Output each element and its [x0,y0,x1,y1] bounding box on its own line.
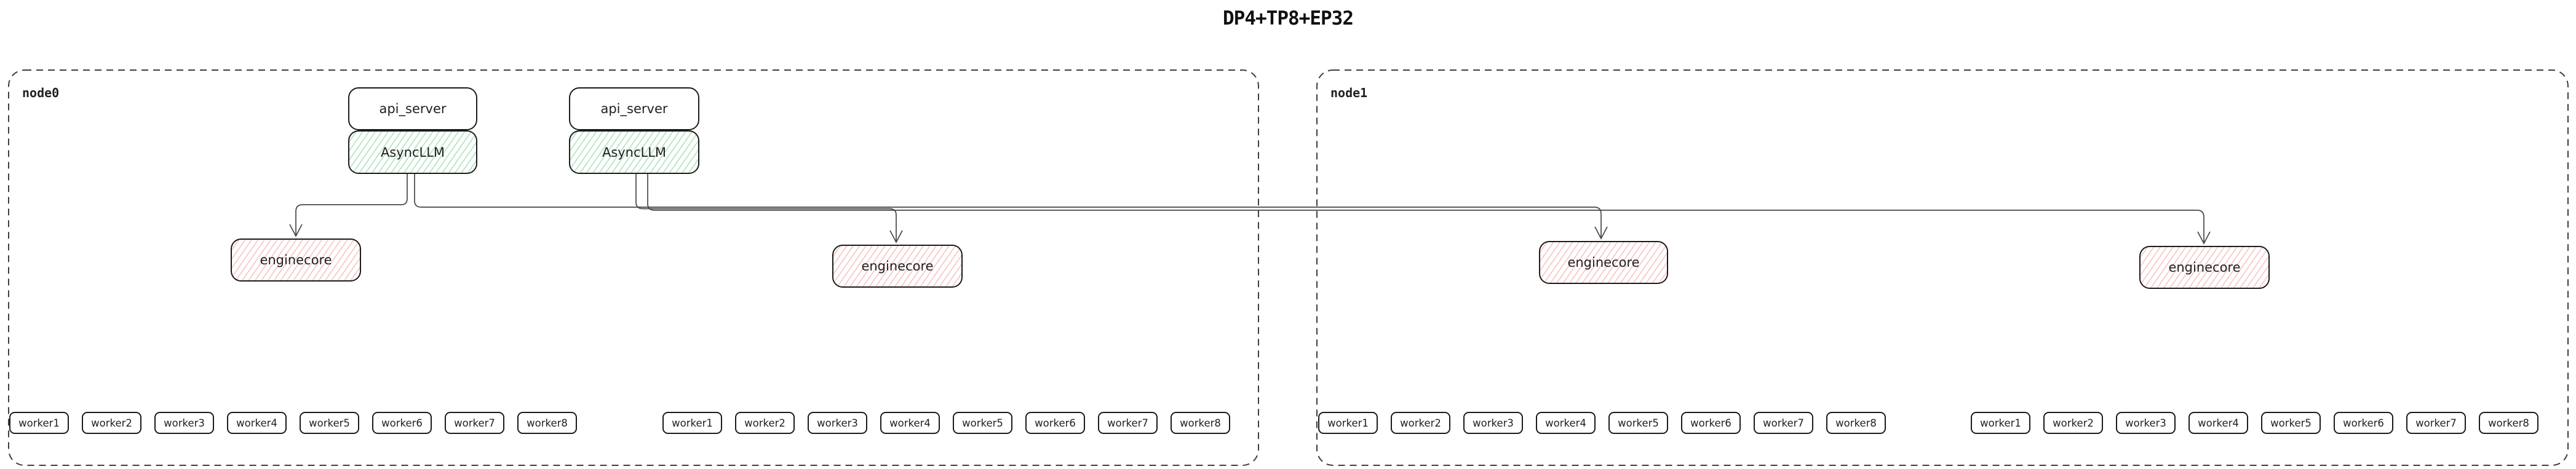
enginecore-4-box: enginecore [2139,246,2270,289]
worker-box: worker4 [227,412,287,434]
worker-box: worker2 [735,412,795,434]
worker-box: worker3 [1463,412,1523,434]
worker-box: worker3 [154,412,214,434]
node0-label: node0 [22,85,60,100]
worker-box: worker8 [517,412,577,434]
worker-box: worker5 [2261,412,2321,434]
worker-box: worker1 [9,412,69,434]
worker-box: worker6 [372,412,432,434]
worker-box: worker2 [2043,412,2103,434]
worker-box: worker7 [1754,412,1813,434]
worker-group-node1-a: worker1 worker2 worker3 worker4 worker5 … [1318,412,1886,434]
api-server-2-box: api_server [569,87,699,130]
enginecore-1-box: enginecore [231,238,361,282]
enginecore-2-box: enginecore [832,245,963,288]
worker-box: worker8 [1826,412,1886,434]
worker-box: worker5 [953,412,1012,434]
worker-box: worker1 [662,412,722,434]
worker-box: worker7 [445,412,504,434]
worker-box: worker2 [1391,412,1450,434]
worker-box: worker3 [2116,412,2176,434]
enginecore-3-box: enginecore [1539,241,1668,284]
worker-box: worker7 [1098,412,1158,434]
worker-box: worker6 [1681,412,1741,434]
worker-box: worker5 [1608,412,1668,434]
worker-group-node0-a: worker1 worker2 worker3 worker4 worker5 … [9,412,577,434]
api-server-1-box: api_server [348,87,477,130]
worker-box: worker5 [300,412,359,434]
worker-box: worker1 [1971,412,2030,434]
worker-box: worker6 [1025,412,1085,434]
worker-box: worker3 [808,412,867,434]
asyncllm-1-box: AsyncLLM [348,130,477,174]
node1-container [1316,69,2569,466]
asyncllm-2-box: AsyncLLM [569,130,699,174]
node1-label: node1 [1330,85,1368,100]
edge-asyncllm1-to-enginecore1 [289,174,408,237]
worker-group-node1-b: worker1 worker2 worker3 worker4 worker5 … [1971,412,2538,434]
node0-container [8,69,1259,466]
worker-box: worker8 [2479,412,2538,434]
worker-group-node0-b: worker1 worker2 worker3 worker4 worker5 … [662,412,1230,434]
worker-box: worker4 [2188,412,2248,434]
worker-box: worker4 [880,412,940,434]
worker-box: worker7 [2406,412,2466,434]
edge-asyncllm2-to-enginecore4 [647,174,2211,245]
edge-asyncllm1-to-enginecore3 [414,174,1608,240]
worker-box: worker4 [1536,412,1596,434]
worker-box: worker1 [1318,412,1378,434]
worker-box: worker6 [2334,412,2393,434]
worker-box: worker8 [1171,412,1230,434]
worker-box: worker2 [82,412,141,434]
edge-asyncllm2-to-enginecore2 [635,174,903,243]
diagram-title: DP4+TP8+EP32 [1223,7,1354,30]
